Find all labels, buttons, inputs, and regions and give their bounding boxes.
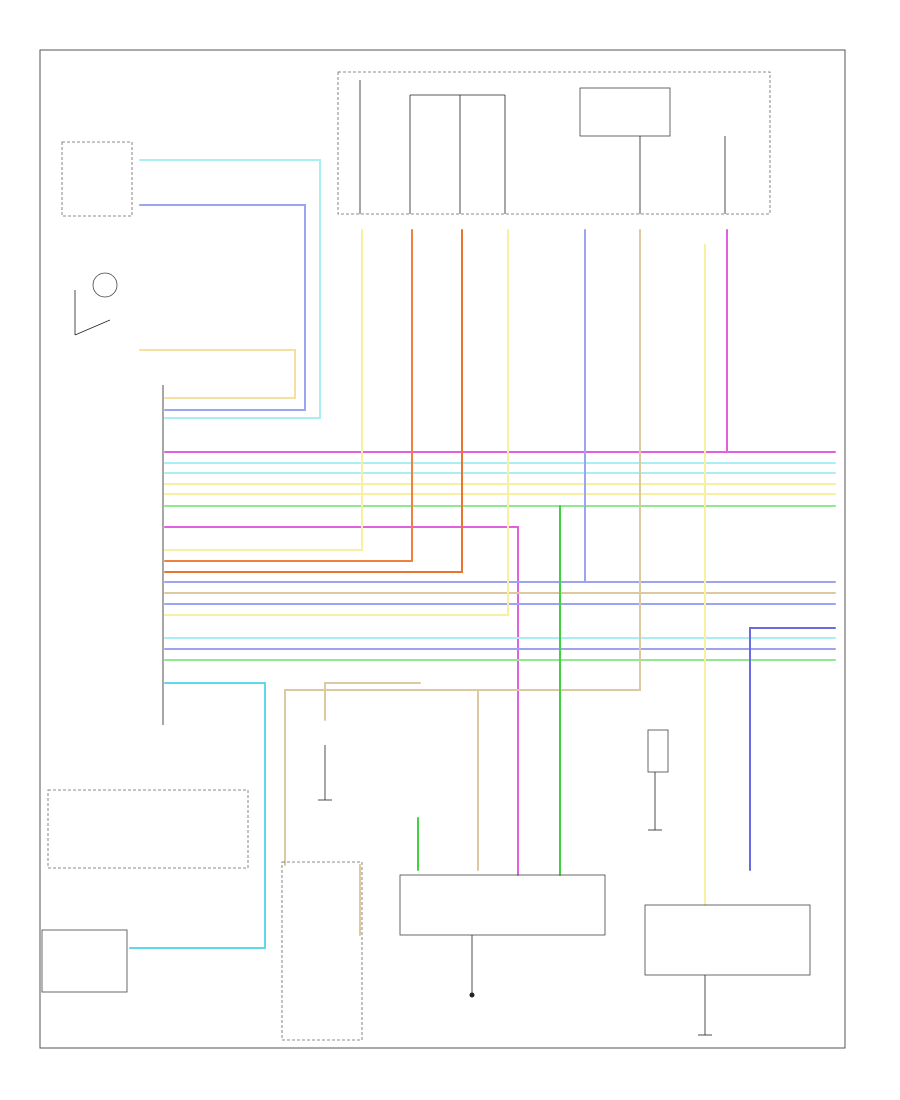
relay-coil-icon (647, 729, 669, 773)
wire-yellow-3 (164, 229, 363, 551)
wire-blue-right-vert (749, 627, 836, 871)
component-box-bottom-left (281, 861, 363, 1041)
ground-symbol-icon (318, 745, 332, 801)
lamp-icon (92, 272, 118, 298)
wire-tan-top (139, 349, 296, 399)
component-box-bottom-right (644, 904, 811, 976)
wire-magenta-2 (164, 526, 519, 876)
wire-tan-bottom-2 (324, 682, 421, 721)
ground-symbol-icon (648, 772, 662, 831)
wire-orange-1 (164, 229, 413, 562)
ground-symbol-icon (698, 975, 712, 1036)
wire-tan-bottom (284, 689, 479, 866)
wire-cyan-top (139, 159, 321, 419)
component-box-left-1 (47, 789, 249, 869)
wire-yellow-4 (164, 229, 509, 616)
diagram-frame (39, 49, 846, 1049)
component-box-bottom-center (399, 874, 606, 936)
ground-symbol-icon (469, 935, 475, 998)
wire-cyan-vertical (129, 682, 266, 949)
relay-box (579, 87, 671, 137)
switch-box-top-left (61, 141, 133, 217)
component-box-left-2 (41, 929, 128, 993)
wire-orange-2 (164, 229, 463, 573)
fuse-block (337, 71, 771, 215)
wire-blue-top (139, 204, 306, 411)
